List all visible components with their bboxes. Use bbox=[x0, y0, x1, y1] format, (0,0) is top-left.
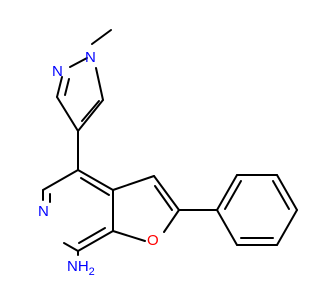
bond-furan-c3-c2-inner bbox=[154, 185, 173, 211]
bond-layer bbox=[42, 29, 298, 256]
bond-pyridine-c7-n bbox=[63, 242, 79, 252]
bond-pyrazole-c5-n1 bbox=[95, 67, 104, 101]
bond-methyl bbox=[91, 29, 112, 45]
atom-o-furan: O bbox=[147, 232, 159, 249]
bond-pyrazole-n2-c3-inner bbox=[64, 78, 70, 96]
bond-furan-c3-c2 bbox=[153, 175, 180, 211]
bond-phenyl-1-2-inner bbox=[224, 180, 242, 210]
bond-phenyl-3-4 bbox=[276, 174, 298, 211]
bond-pyridine-c7a-c7-inner bbox=[78, 227, 106, 244]
bond-pyrazole-c3-c4 bbox=[56, 96, 79, 132]
bond-phenyl-1-2 bbox=[216, 174, 238, 211]
bond-phenyl-6-1 bbox=[216, 209, 238, 246]
atom-nh2-main: NH bbox=[67, 258, 89, 275]
atom-n-methyl-label: N bbox=[85, 49, 96, 66]
atom-n-pyrazole: N bbox=[52, 63, 63, 80]
bond-pyrazole-c4-c5 bbox=[77, 99, 104, 132]
bond-pyridine-c7a-c7 bbox=[77, 230, 114, 252]
atom-nh2-subscript: 2 bbox=[89, 266, 95, 278]
atom-nh2-label: NH2 bbox=[67, 258, 95, 278]
bond-pyrazole-c4-c5-inner bbox=[81, 100, 100, 122]
bond-pyrazole-n1-n2 bbox=[69, 57, 88, 68]
atom-label-layer: N N N O NH2 bbox=[38, 49, 159, 278]
bond-pyrazole-n2-c3 bbox=[56, 76, 63, 98]
atom-n-pyridine: N bbox=[38, 203, 49, 220]
bond-furan-c2-o bbox=[163, 209, 180, 233]
atom-o-furan-label: O bbox=[147, 232, 159, 249]
atom-n-methyl: N bbox=[85, 49, 96, 66]
atom-nh2: NH2 bbox=[67, 258, 95, 278]
bond-phenyl-4-5 bbox=[276, 209, 298, 246]
bond-furan-c3a-c3 bbox=[112, 175, 155, 191]
bond-pyridine-c5-c4 bbox=[42, 169, 79, 191]
atom-n-pyridine-label: N bbox=[38, 203, 49, 220]
bond-pyridine-c4-c3a bbox=[77, 169, 114, 191]
bond-phenyl-3-4-inner bbox=[272, 180, 290, 210]
bond-furan-o-c7a bbox=[112, 230, 146, 242]
molecule-structure-diagram: N N N O NH2 bbox=[0, 0, 300, 300]
bond-pyridine-c4-c3a-inner bbox=[80, 177, 110, 196]
diagram-background bbox=[0, 0, 300, 300]
atom-n-pyrazole-label: N bbox=[52, 63, 63, 80]
